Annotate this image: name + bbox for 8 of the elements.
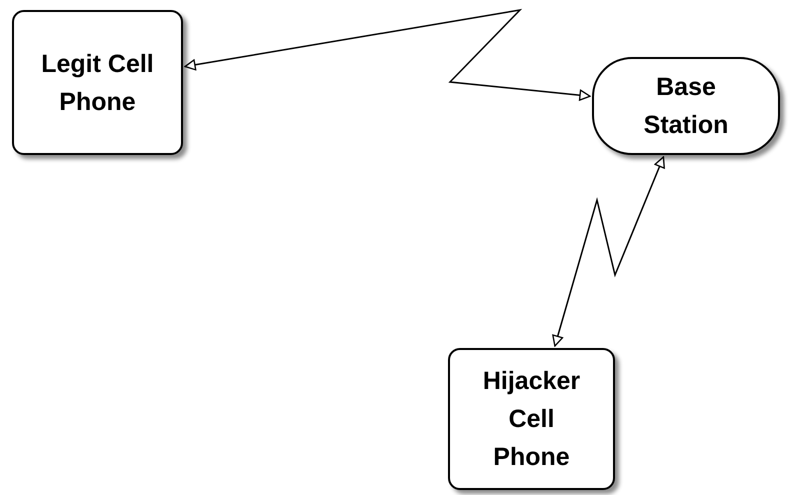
node-label: Hijacker Cell Phone (482, 366, 582, 473)
rounded-pill (592, 57, 780, 155)
node-label: Base Station (642, 72, 730, 141)
node-label: Legit Cell Phone (40, 48, 155, 118)
rounded-box (448, 348, 615, 490)
zigzag-arrow (552, 156, 665, 347)
zigzag-arrow (184, 8, 591, 101)
rounded-box (12, 10, 183, 155)
